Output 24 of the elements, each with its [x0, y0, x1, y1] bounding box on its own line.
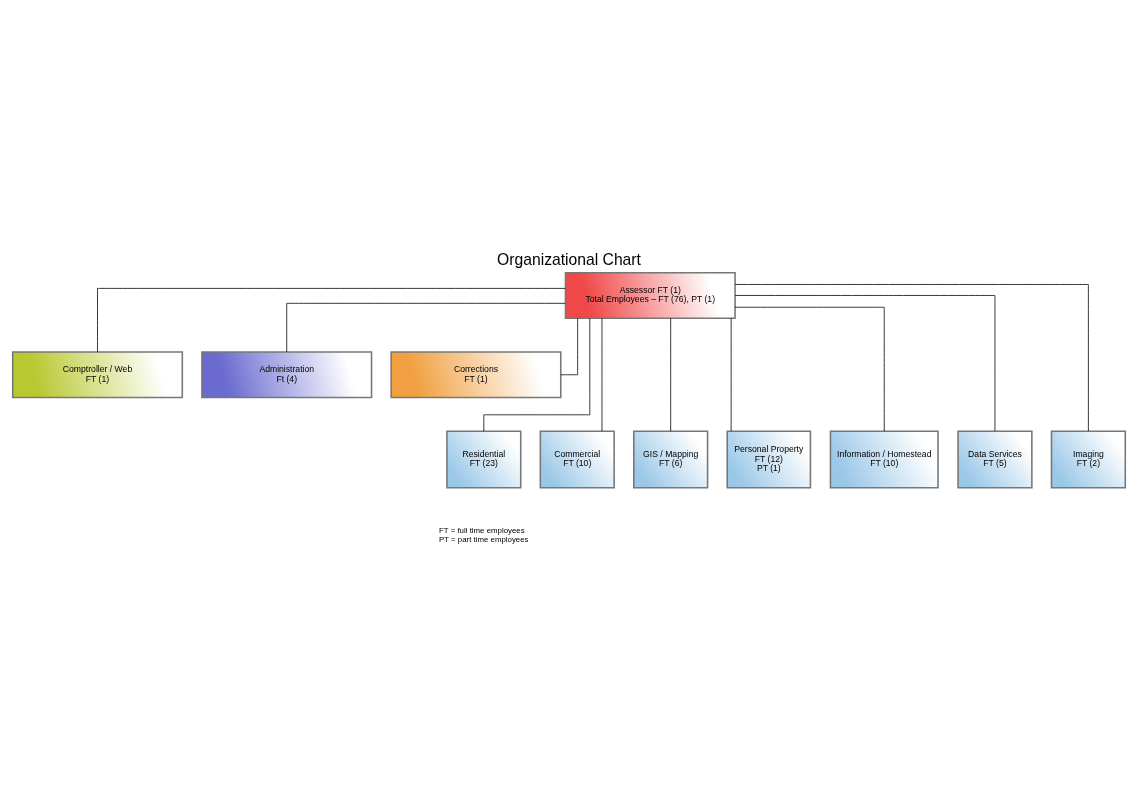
label: FT = full time employees [439, 525, 525, 535]
connector [734, 294, 996, 431]
connector [601, 317, 603, 432]
node-box: Corrections FT (1) [390, 350, 562, 398]
node-box: Data Services FT (5) [957, 430, 1033, 489]
node-box: Administration Ft (4) [201, 350, 373, 398]
connector [730, 317, 732, 432]
connector [734, 306, 885, 432]
node-box: Imaging FT (2) [1050, 430, 1127, 489]
connector [483, 317, 591, 432]
node-box: Residential FT (23) [446, 430, 522, 489]
node-box: Comptroller / Web FT (1) [11, 350, 184, 398]
node-box: GIS / Mapping FT (6) [633, 430, 709, 489]
connector [286, 302, 566, 352]
node-box: Information / Homestead FT (10) [829, 430, 939, 489]
label: PT = part time employees [439, 534, 529, 544]
connector [560, 317, 579, 375]
connector [97, 287, 566, 352]
diagram-title: Organizational Chart [497, 250, 641, 268]
node-box: Commercial FT (10) [539, 430, 615, 489]
node-box: Personal Property FT (12) PT (1) [726, 430, 812, 489]
node-box: Assessor FT (1) Total Employees – FT (76), PT (1) [564, 271, 736, 319]
connector [670, 317, 672, 432]
connector [734, 283, 1089, 431]
